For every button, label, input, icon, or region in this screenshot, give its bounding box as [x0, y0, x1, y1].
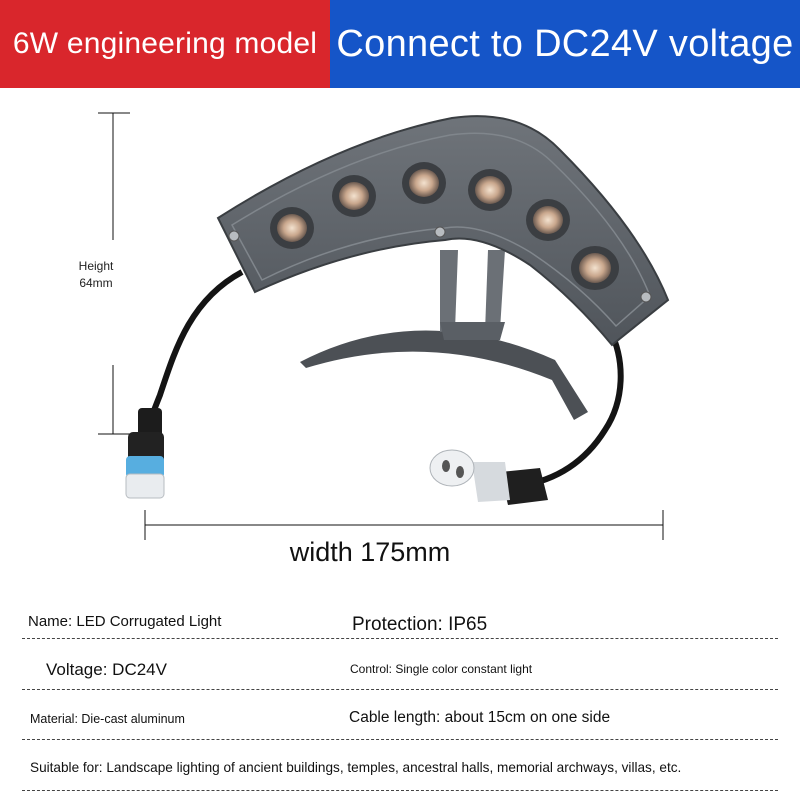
led-lens — [571, 246, 619, 290]
spec-row-4 — [22, 790, 778, 791]
led-lens — [402, 162, 446, 204]
spec-row-1 — [22, 638, 778, 639]
right-cable-connector — [429, 328, 624, 505]
width-label: width 175mm — [289, 537, 451, 567]
left-cable-connector — [125, 269, 244, 499]
mounting-bracket — [300, 250, 588, 420]
width-dimension-line — [144, 510, 664, 540]
banner-left-text: 6W engineering model — [12, 27, 318, 60]
banner-left: 6W engineering model — [0, 0, 330, 88]
led-lens — [270, 207, 314, 249]
product-illustration — [98, 112, 670, 540]
spec-cable-length: Cable length: about 15cm on one side — [349, 709, 611, 726]
led-lens — [332, 175, 376, 217]
spec-protection: Protection: IP65 — [352, 614, 488, 635]
spec-material: Material: Die-cast aluminum — [30, 712, 185, 726]
led-lens-group — [270, 162, 619, 290]
banner-right: Connect to DC24V voltage — [330, 0, 800, 88]
spec-name: Name: LED Corrugated Light — [28, 613, 222, 630]
led-lens — [468, 169, 512, 211]
lamp-body — [216, 115, 670, 347]
spec-control: Control: Single color constant light — [350, 662, 533, 676]
led-lens — [526, 199, 570, 241]
spec-row-3 — [22, 739, 778, 740]
height-label: Height 64mm — [78, 259, 114, 290]
spec-voltage: Voltage: DC24V — [46, 660, 167, 679]
spec-row-2 — [22, 689, 778, 690]
spec-suitable-for: Suitable for: Landscape lighting of anci… — [30, 760, 682, 775]
banner-right-text: Connect to DC24V voltage — [336, 22, 794, 65]
height-dimension-line — [98, 112, 130, 435]
